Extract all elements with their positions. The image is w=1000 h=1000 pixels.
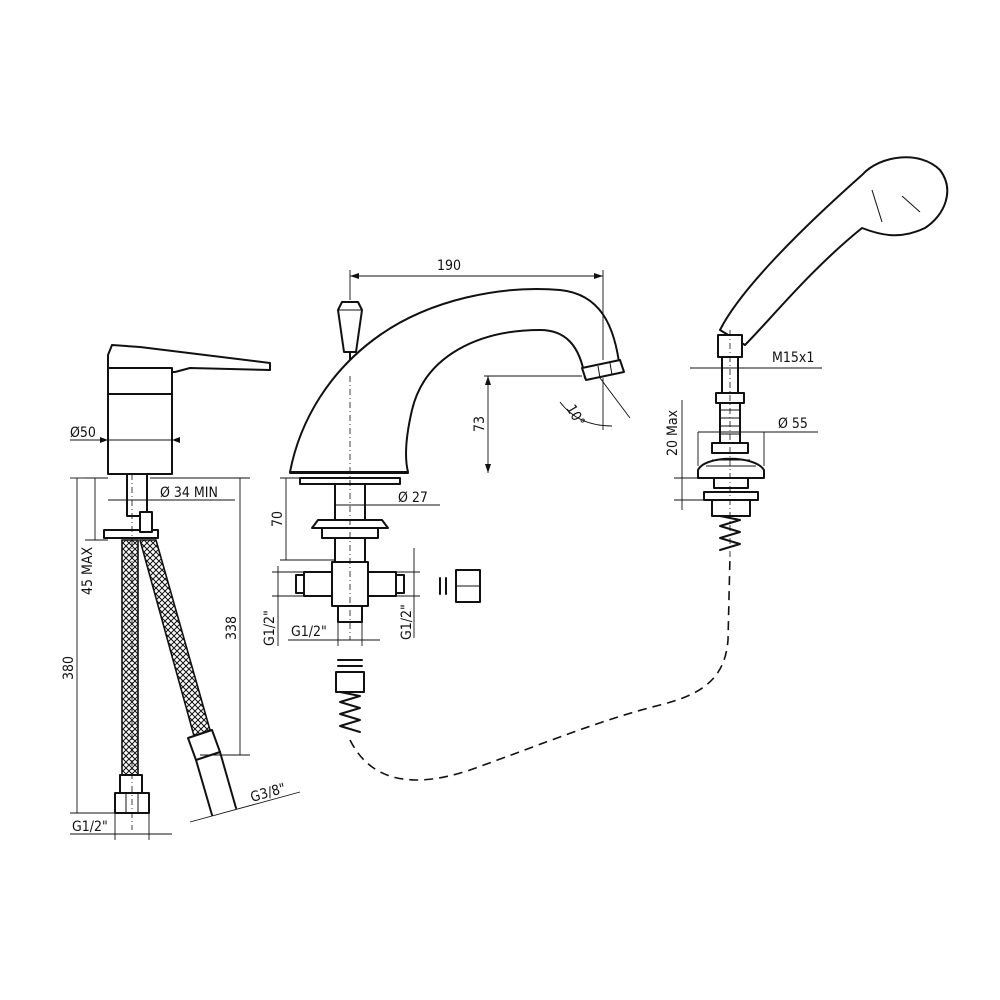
mixer-cap — [107, 367, 173, 395]
dim-g12-left: G1/2" — [262, 610, 278, 646]
hose-angled — [138, 539, 211, 738]
spout-assembly — [289, 288, 731, 781]
dim-height-70: 70 — [270, 511, 286, 527]
dim-diameter-27: Ø 27 — [398, 490, 428, 506]
shower-holder-flange — [697, 457, 765, 479]
dim-hose-thread: G3/8" — [249, 781, 288, 806]
dim-deck-max: 45 MAX — [80, 546, 96, 595]
dim-spout-height: 73 — [472, 416, 488, 432]
dim-hole-min: Ø 34 MIN — [160, 485, 218, 501]
shower-dimensions: M15x1 Ø 55 20 Max — [665, 350, 822, 510]
hand-shower — [697, 156, 949, 560]
spout-body — [289, 288, 621, 473]
shower-hose — [349, 554, 731, 781]
spout-dimensions: 190 73 10° Ø 27 70 G1/2" G1/2" G1/2" — [262, 258, 631, 646]
dim-inlet-thread: G1/2" — [72, 819, 108, 835]
shower-handle — [719, 156, 949, 346]
hose-straight — [121, 539, 139, 779]
dim-g12-right: G1/2" — [399, 604, 415, 640]
dim-shower-max: 20 Max — [665, 409, 681, 456]
mixer-tap — [103, 344, 271, 830]
mixer-nut — [103, 529, 159, 539]
dim-spout-angle: 10° — [563, 402, 588, 429]
dim-total-height: 380 — [61, 656, 77, 680]
dim-g12-bottom: G1/2" — [291, 624, 327, 640]
mixer-dimensions: Ø50 Ø 34 MIN 338 45 MAX 380 G1/2" G3/8" — [61, 425, 301, 840]
mixer-body — [107, 393, 173, 475]
dim-hose-length: 338 — [224, 616, 240, 640]
dim-spout-reach: 190 — [437, 258, 461, 274]
dim-mixer-diameter: Ø50 — [70, 425, 96, 441]
hose-connector — [335, 671, 365, 693]
dim-shower-flange: Ø 55 — [778, 416, 808, 432]
dim-shower-thread: M15x1 — [772, 350, 814, 366]
